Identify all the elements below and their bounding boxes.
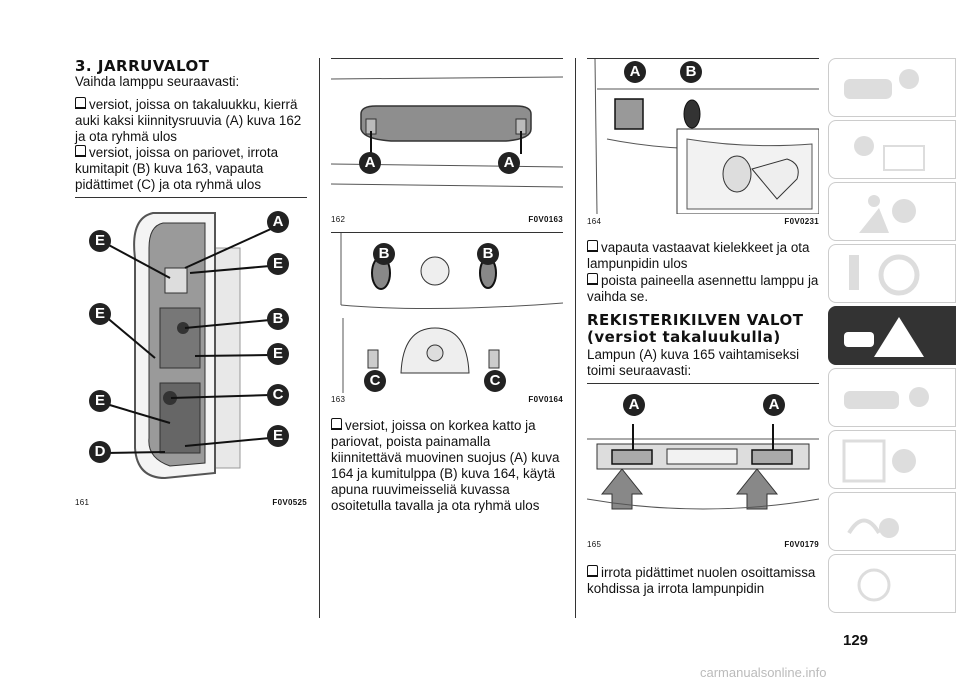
section-heading-licence-plate-lights: REKISTERIKILVEN VALOT (versiot takaluuku… <box>587 311 804 346</box>
figure-163: B B C C 163 F0V0164 <box>331 232 564 408</box>
figure-162: A A 162 F0V0163 <box>330 58 564 224</box>
tail-light-cluster-illustration <box>102 212 274 480</box>
callout-d: D <box>89 441 111 463</box>
car-info-icon <box>844 69 919 99</box>
bullet-icon <box>75 97 86 109</box>
bullet-high-roof: versiot, joissa on korkea katto ja pario… <box>331 418 560 513</box>
licence-plate-light-illustration <box>586 424 820 510</box>
tab-car-info[interactable] <box>828 58 956 117</box>
callout-a: A <box>267 211 289 233</box>
figure-165: A A 165 F0V0179 <box>586 383 820 552</box>
multimedia-icon <box>847 518 899 538</box>
callout-c: C <box>484 370 506 392</box>
index-alphabet-icon <box>857 568 891 602</box>
callout-b: B <box>680 61 702 83</box>
airbag-seat-icon <box>859 195 916 233</box>
tab-starting-driving[interactable] <box>828 244 956 303</box>
bullet-icon <box>75 145 86 157</box>
bullet-tailgate: versiot, joissa on takaluukku, kierrä au… <box>75 97 302 144</box>
tab-safety[interactable] <box>828 182 956 241</box>
maintenance-list-icon <box>842 439 916 483</box>
column-divider <box>575 58 576 618</box>
callout-b: B <box>373 243 395 265</box>
callout-a: A <box>763 394 785 416</box>
section-heading-brake-lights: 3. JARRUVALOT <box>75 57 210 75</box>
callout-e: E <box>89 303 111 325</box>
watermark: carmanualsonline.info <box>700 665 827 680</box>
bullet-icon <box>587 565 598 577</box>
tab-index[interactable] <box>828 554 956 613</box>
bullet-replace-bulb: poista paineella asennettu lamppu ja vai… <box>587 273 819 304</box>
tab-warning-lights[interactable] <box>828 120 956 179</box>
callout-a: A <box>623 394 645 416</box>
tailgate-handle-illustration <box>330 76 564 188</box>
warning-lights-icon <box>854 136 925 171</box>
car-service-icon <box>844 387 929 409</box>
callout-e: E <box>89 390 111 412</box>
callout-b: B <box>477 243 499 265</box>
bullet-release-retainers: irrota pidättimet nuolen osoittamissa ko… <box>587 565 816 596</box>
tab-technical-data[interactable] <box>828 430 956 489</box>
callout-e: E <box>89 230 111 252</box>
callout-c: C <box>364 370 386 392</box>
bullet-double-doors: versiot, joissa on pariovet, irrota kumi… <box>75 145 279 192</box>
bullet-release-tabs: vapauta vastaavat kielekkeet ja ota lamp… <box>587 240 810 271</box>
double-door-plugs-illustration <box>340 233 564 393</box>
figure-161: A E E B E C E E E D 161 F0V0525 <box>75 197 307 513</box>
callout-a: A <box>624 61 646 83</box>
breakdown-triangle-icon <box>844 317 924 357</box>
page-number: 129 <box>843 632 869 649</box>
callout-e: E <box>267 253 289 275</box>
tab-emergency[interactable] <box>828 306 956 365</box>
figure-164: A B 164 F0V0231 <box>587 58 820 231</box>
steering-key-icon <box>849 254 920 296</box>
callout-e: E <box>267 425 289 447</box>
tab-maintenance[interactable] <box>828 368 956 427</box>
callout-b: B <box>267 308 289 330</box>
high-roof-light-removal-illustration <box>594 58 820 215</box>
callout-a: A <box>498 152 520 174</box>
bullet-icon <box>587 240 598 252</box>
intro-text: Vaihda lamppu seuraavasti: <box>75 74 240 89</box>
intro-licence-plate: Lampun (A) kuva 165 vaihtamiseksi toimi … <box>587 347 800 378</box>
callout-e: E <box>267 343 289 365</box>
callout-c: C <box>267 384 289 406</box>
column-divider <box>319 58 320 618</box>
tab-multimedia[interactable] <box>828 492 956 551</box>
callout-a: A <box>359 152 381 174</box>
bullet-icon <box>587 273 598 285</box>
bullet-icon <box>331 418 342 430</box>
